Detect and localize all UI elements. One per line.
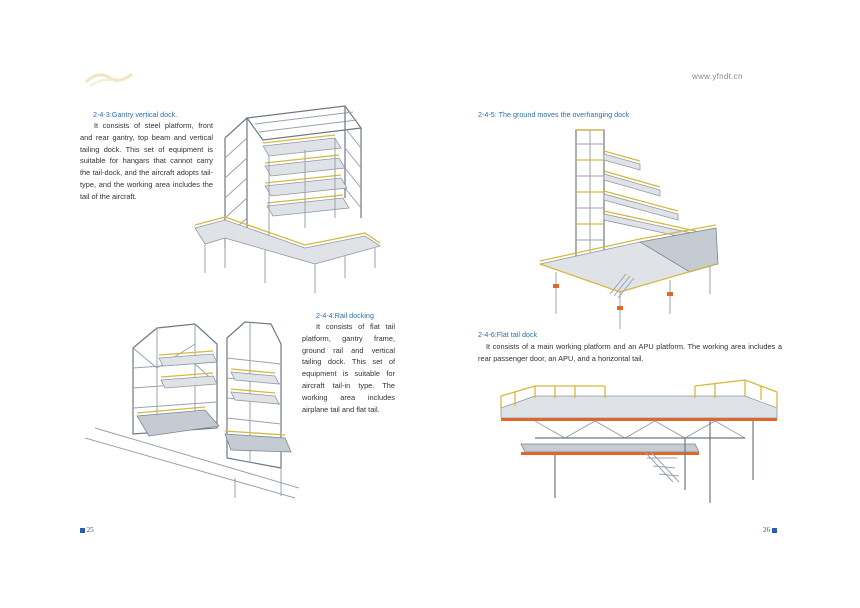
page-marker-icon [80, 527, 85, 533]
flat-tail-dock-illustration [500, 379, 778, 503]
section-heading-rail: 2-4-4:Rail docking [316, 311, 374, 320]
section-heading-flat-tail: 2-4-6:Flat tail dock [478, 330, 538, 339]
section-body-rail: It consists of flat tail platform, gantr… [302, 322, 395, 414]
website-url: www.yfndt.cn [692, 72, 743, 81]
logo-mark-icon [84, 72, 133, 87]
gantry-dock-illustration [194, 105, 381, 293]
page-marker-icon [771, 527, 777, 533]
section-body-gantry: It consists of steel platform, front and… [80, 121, 213, 201]
section-heading-overhanging: 2-4-5: The ground moves the overhanging … [478, 110, 630, 119]
page-number-right-value: 26 [763, 526, 770, 534]
page-number-left: 25 [80, 526, 94, 534]
section-heading-gantry: 2-4-3:Gantry vertical dock. [93, 110, 178, 119]
page-number-right: 26 [763, 526, 777, 534]
section-body-flat-tail: It consists of a main working platform a… [478, 342, 782, 363]
page-number-left-value: 25 [86, 526, 94, 534]
rail-dock-illustration [84, 321, 300, 499]
overhanging-dock-illustration [538, 129, 719, 329]
